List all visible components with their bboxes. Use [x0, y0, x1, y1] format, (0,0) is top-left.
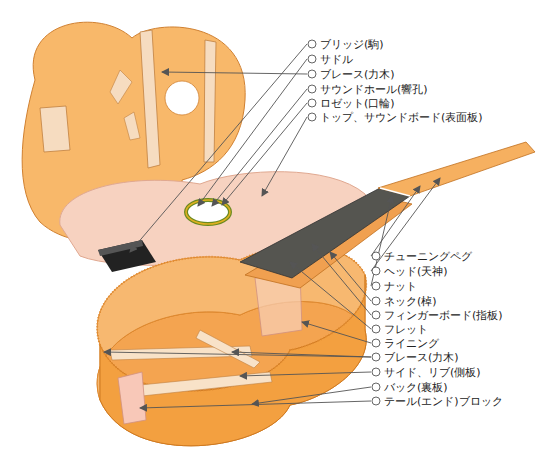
part-label: サドル — [320, 53, 353, 66]
part-label: チューニングペグ — [384, 250, 472, 263]
part-label: ブリッジ(駒) — [320, 38, 384, 51]
part-label: フィンガーボード(指板) — [384, 309, 503, 322]
part-label: ネック(棹) — [384, 295, 437, 308]
part-label: ブレース(力木) — [320, 68, 395, 81]
part-label: サウンドホール(響孔) — [320, 83, 428, 96]
part-label: フレット — [384, 323, 428, 336]
part-label: ライニング — [384, 337, 439, 350]
part-label: ブレース(力木) — [384, 351, 459, 364]
part-label: テール(エンド)ブロック — [384, 395, 503, 408]
part-label: ナット — [384, 280, 417, 293]
part-label: ロゼット(口輪) — [320, 97, 395, 110]
part-label: サイド、リブ(側板) — [384, 366, 481, 379]
part-label: トップ、サウンドボード(表面板) — [320, 111, 483, 124]
part-label: ヘッド(天神) — [384, 265, 448, 278]
part-label: バック(裏板) — [384, 381, 448, 394]
